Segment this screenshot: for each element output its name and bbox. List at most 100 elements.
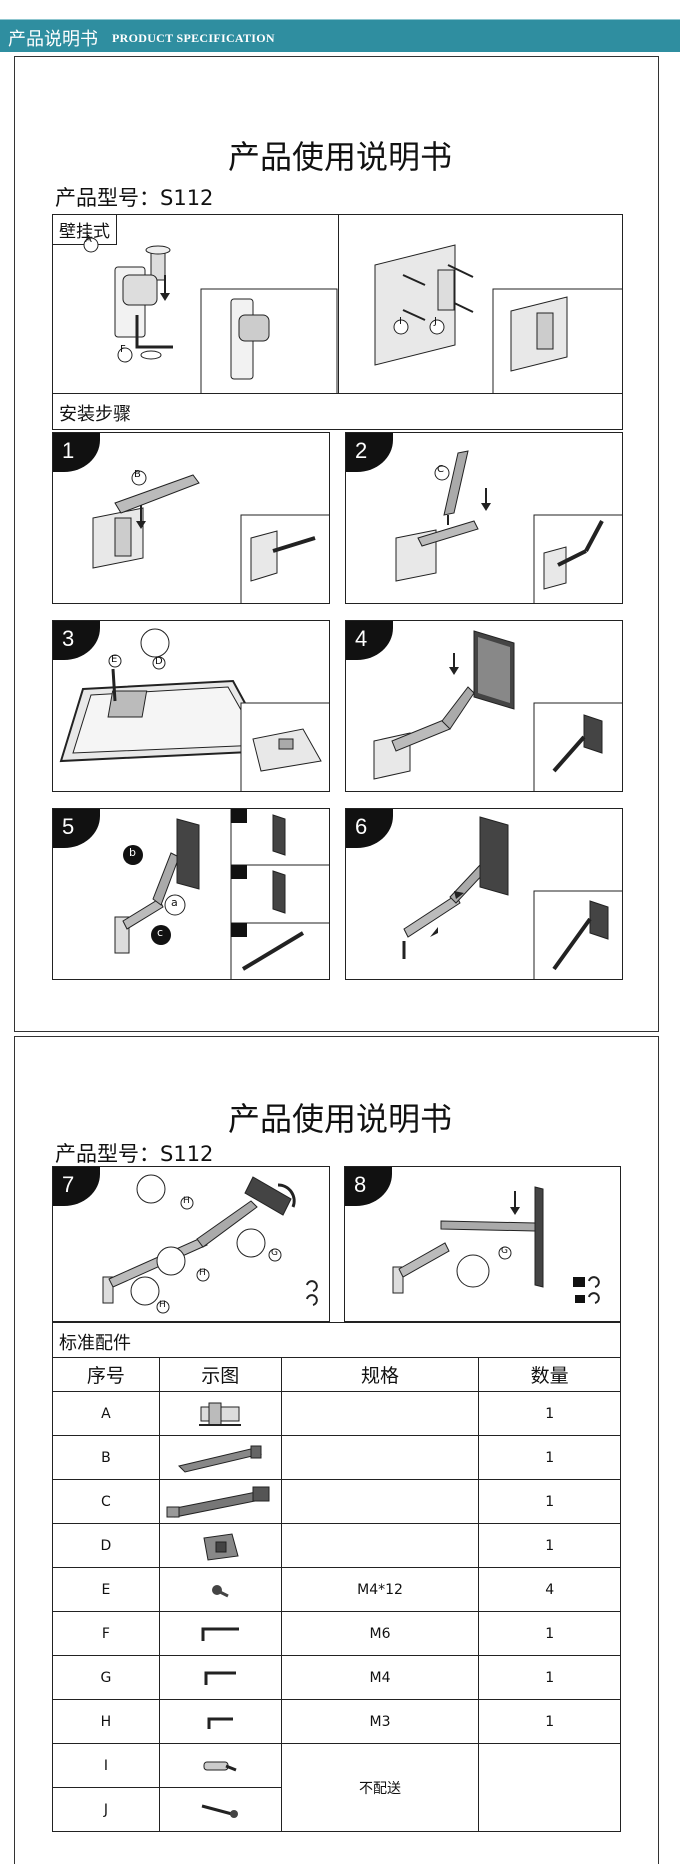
row-id: A [52, 1391, 160, 1436]
vesa-plate-icon [203, 1532, 239, 1561]
hex-key-icon [201, 1627, 240, 1641]
row-id: H [52, 1699, 160, 1744]
callout-c: C [437, 464, 444, 475]
step-2-panel: 2 C [345, 432, 623, 604]
banner-title-cn: 产品说明书 [8, 29, 98, 50]
row-qty: 1 [478, 1611, 621, 1656]
callout-f: F [120, 344, 126, 355]
table-row: J [52, 1787, 621, 1832]
row-id: F [52, 1611, 160, 1656]
table-row: I 不配送 [52, 1743, 621, 1832]
callout-c-lower: c [157, 926, 164, 939]
row-id: B [52, 1435, 160, 1480]
col-header-qty: 数量 [478, 1357, 621, 1392]
step-8-illustration [392, 1186, 600, 1304]
arm-segment-icon [178, 1445, 263, 1473]
step-4-illustration [373, 630, 622, 791]
row-qty: 1 [478, 1479, 621, 1524]
row-spec [280, 1391, 480, 1436]
step-1-illustration [92, 470, 329, 603]
product-model-2: 产品型号：S112 [55, 1142, 214, 1166]
bracket-icon [199, 1402, 242, 1426]
callout-e: E [111, 654, 118, 665]
row-id: J [52, 1787, 160, 1832]
table-row: C 1 [52, 1479, 621, 1524]
not-included-note: 不配送 [280, 1743, 480, 1832]
row-qty-empty [478, 1743, 621, 1832]
callout-a: A [85, 234, 92, 245]
anchor-icon [203, 1761, 237, 1771]
row-spec: M6 [280, 1611, 480, 1656]
callout-d: D [155, 656, 163, 667]
row-spec: M3 [280, 1699, 480, 1744]
callout-h-2: H [199, 1268, 206, 1278]
gas-arm-icon [166, 1486, 270, 1518]
banner-title-en: PRODUCT SPECIFICATION [112, 31, 275, 45]
step-3-illustration [59, 628, 329, 791]
callout-g-2: G [501, 1246, 508, 1256]
step-3-panel: 3 E D [52, 620, 330, 792]
row-qty: 1 [478, 1435, 621, 1480]
callout-h-1: H [183, 1196, 190, 1206]
product-model: 产品型号：S112 [55, 186, 214, 210]
callout-i: I [399, 316, 402, 327]
row-qty: 1 [478, 1523, 621, 1568]
callout-a-lower: a [171, 896, 178, 909]
callout-b-lower: b [129, 846, 136, 859]
callout-b: B [134, 469, 141, 480]
row-spec [280, 1479, 480, 1524]
table-header-row: 序号 示图 规格 数量 [52, 1357, 621, 1392]
section-banner: 产品说明书 PRODUCT SPECIFICATION [0, 20, 680, 52]
callout-j: J [434, 316, 437, 327]
wall-mount-panel: 壁挂式 A F I J [52, 214, 623, 394]
step-5-panel: 5 b a c [52, 808, 330, 980]
hex-key-icon [207, 1717, 234, 1729]
row-qty: 1 [478, 1655, 621, 1700]
row-spec: M4 [280, 1655, 480, 1700]
callout-h-3: H [159, 1300, 166, 1310]
screw-icon [212, 1584, 229, 1597]
row-id: I [52, 1743, 160, 1788]
step-7-panel: 7 H H H G [52, 1166, 330, 1322]
page-title: 产品使用说明书 [227, 138, 452, 176]
step-5-illustration [114, 809, 329, 979]
step-6-panel: 6 [345, 808, 623, 980]
col-header-spec: 规格 [280, 1357, 480, 1392]
table-row: F M6 1 [52, 1611, 621, 1656]
row-qty: 1 [478, 1699, 621, 1744]
wall-mount-label: 壁挂式 [53, 215, 117, 245]
step-badge-4: 4 [346, 621, 393, 660]
step-badge-2: 2 [346, 433, 393, 472]
col-header-diagram: 示图 [158, 1357, 282, 1392]
banner-top-strip [0, 0, 680, 20]
step-7-illustration [102, 1174, 318, 1314]
table-row: A 1 [52, 1391, 621, 1436]
row-spec [280, 1523, 480, 1568]
standard-parts-table: 序号 示图 规格 数量 A 1 B 1 C 1 D 1 [52, 1357, 621, 1832]
col-header-index: 序号 [52, 1357, 160, 1392]
table-row: G M4 1 [52, 1655, 621, 1700]
row-id: G [52, 1655, 160, 1700]
row-id: E [52, 1567, 160, 1612]
table-row: D 1 [52, 1523, 621, 1568]
install-steps-header: 安装步骤 [52, 394, 623, 430]
row-id: C [52, 1479, 160, 1524]
wall-mount-illustration [83, 237, 622, 393]
row-qty: 4 [478, 1567, 621, 1612]
page-title-2: 产品使用说明书 [227, 1100, 452, 1138]
step-1-panel: 1 B [52, 432, 330, 604]
step-4-panel: 4 [345, 620, 623, 792]
step-badge-6: 6 [346, 809, 393, 848]
row-spec: M4*12 [280, 1567, 480, 1612]
table-row: E M4*12 4 [52, 1567, 621, 1612]
step-6-illustration [402, 816, 622, 979]
install-steps-label: 安装步骤 [59, 404, 131, 425]
standard-parts-label: 标准配件 [59, 1333, 131, 1354]
table-row: B 1 [52, 1435, 621, 1480]
standard-parts-header: 标准配件 [52, 1322, 621, 1358]
callout-g-1: G [271, 1248, 278, 1258]
row-spec [280, 1435, 480, 1480]
row-id: D [52, 1523, 160, 1568]
row-qty: 1 [478, 1391, 621, 1436]
step-2-illustration [395, 450, 622, 603]
